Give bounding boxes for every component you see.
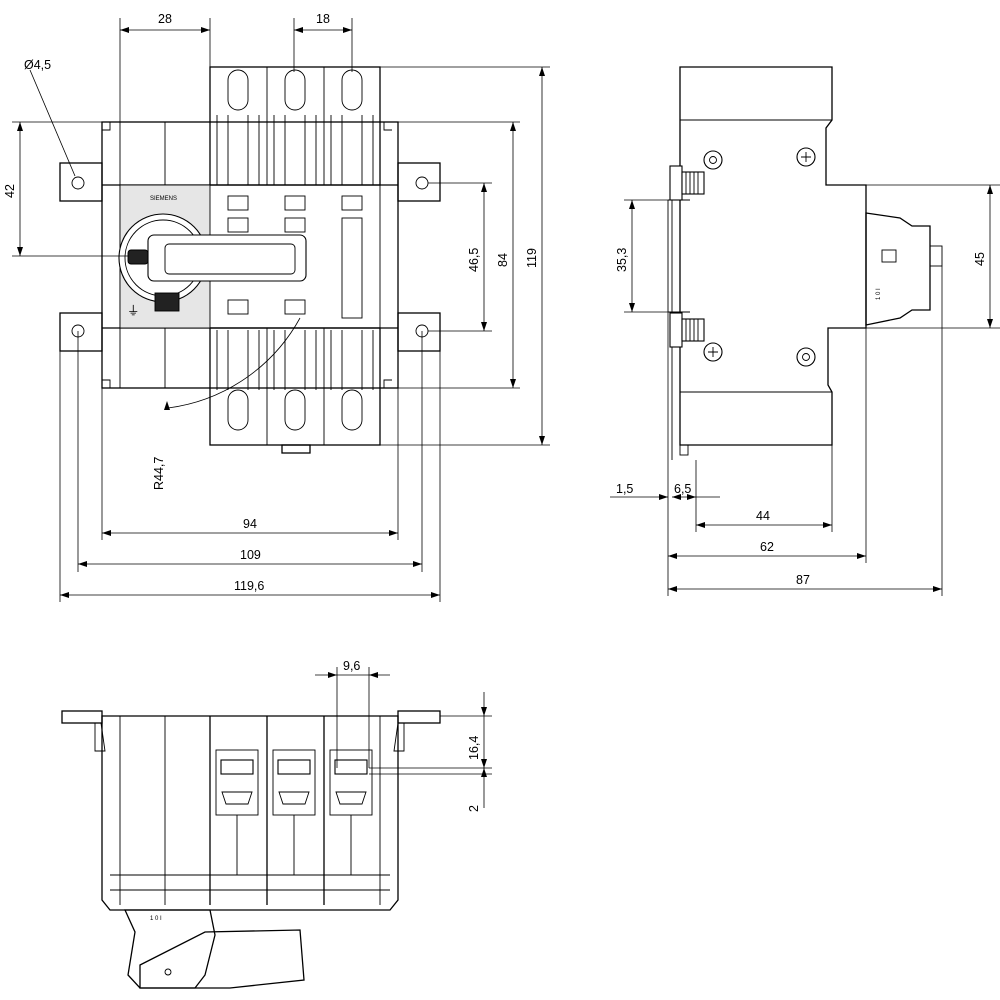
- mount-foot-top-right: [397, 162, 441, 202]
- dim-6-5: 6,5: [674, 482, 691, 496]
- top-switch-marks: 1 0 I: [150, 916, 162, 922]
- mount-foot-bottom-right: [397, 312, 441, 352]
- mount-hole: [71, 176, 85, 190]
- top-terminals: [215, 749, 373, 875]
- dim-16-4: 16,4: [467, 736, 481, 760]
- dim-45: 45: [973, 252, 987, 266]
- side-screws: [703, 147, 816, 367]
- dim-18: 18: [316, 12, 330, 26]
- dim-1-5: 1,5: [616, 482, 633, 496]
- pole-windows: [227, 195, 363, 319]
- rail-clips: [669, 165, 705, 348]
- dim-84: 84: [496, 253, 510, 267]
- dim-119: 119: [525, 248, 539, 268]
- dim-62: 62: [760, 540, 774, 554]
- dim-42: 42: [3, 184, 17, 198]
- top-terminal-block: [209, 66, 381, 186]
- dim-9-6: 9,6: [343, 659, 360, 673]
- dim-87: 87: [796, 573, 810, 587]
- dim-109: 109: [240, 548, 261, 562]
- mount-foot-bottom-left: [59, 312, 103, 352]
- dim-handle-radius: R44,7: [152, 457, 166, 490]
- top-handle-base: [123, 909, 216, 989]
- mount-hole: [415, 176, 429, 190]
- bottom-terminal-screws: [216, 330, 374, 431]
- rotary-handle[interactable]: [147, 234, 307, 282]
- top-ear-right: [397, 710, 441, 724]
- dim-94: 94: [243, 517, 257, 531]
- dim-44: 44: [756, 509, 770, 523]
- dim-46-5: 46,5: [467, 248, 481, 272]
- top-body: [101, 715, 399, 911]
- side-housing: [679, 66, 867, 446]
- dim-28: 28: [158, 12, 172, 26]
- side-switch-marks: 1 0 I: [876, 288, 882, 300]
- lock-hasp: [154, 292, 180, 312]
- mounting-feet: [59, 162, 441, 352]
- top-ear-left: [61, 710, 103, 724]
- side-view: 1 0 I 35,3: [610, 66, 1000, 596]
- bottom-terminal-block: [209, 327, 381, 446]
- front-view: SIEMENS ⏚ Ø4,5 28: [3, 12, 550, 602]
- top-handle-lever[interactable]: [139, 929, 305, 989]
- top-view: 1 0 I 9,6 16,4 2: [61, 659, 492, 989]
- brand-label: SIEMENS: [150, 196, 177, 202]
- dim-35-3: 35,3: [615, 248, 629, 272]
- side-handle: [865, 212, 931, 326]
- dim-2: 2: [467, 805, 481, 812]
- earth-symbol: ⏚: [127, 304, 140, 318]
- dim-hole-diameter: Ø4,5: [24, 58, 51, 72]
- handle-swing-arc: [167, 317, 301, 409]
- switch-body: [101, 121, 399, 389]
- top-terminal-screws: [216, 69, 374, 185]
- mount-foot-top-left: [59, 162, 103, 202]
- dim-119-6: 119,6: [234, 579, 264, 593]
